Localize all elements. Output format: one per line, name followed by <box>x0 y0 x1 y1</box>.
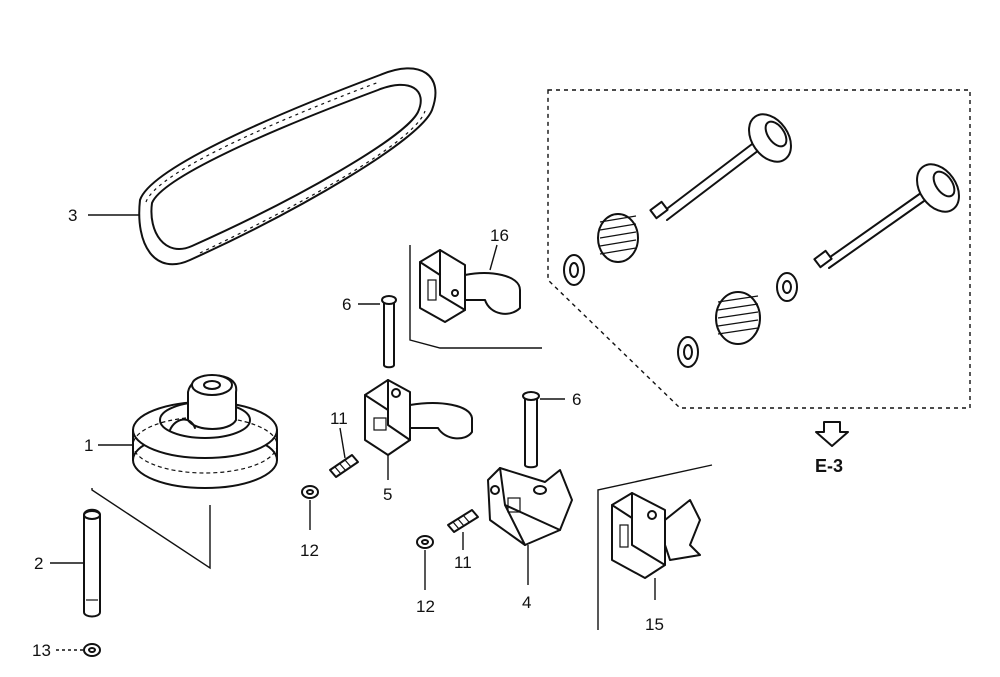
spring-retainer-exhaust[interactable] <box>677 336 699 368</box>
rocker-arm-15[interactable] <box>611 492 701 579</box>
adjusting-screw-upper[interactable] <box>329 454 359 478</box>
callout-6-lower: 6 <box>572 390 581 409</box>
reference-label[interactable]: E-3 <box>815 456 843 476</box>
spring-retainer-intake[interactable] <box>563 254 585 286</box>
callout-2: 2 <box>34 554 43 573</box>
valve-intake[interactable] <box>649 106 799 221</box>
hollow-down-arrow-icon[interactable] <box>815 421 849 447</box>
callout-11-lower: 11 <box>454 553 472 572</box>
callout-6-upper: 6 <box>342 295 351 314</box>
camshaft-gear[interactable] <box>132 374 278 489</box>
rocker-arm-4[interactable] <box>487 467 573 546</box>
valve-exhaust[interactable] <box>813 156 967 269</box>
rocker-arm-16[interactable] <box>419 249 521 323</box>
lock-nut-lower[interactable] <box>416 535 434 549</box>
callout-13: 13 <box>32 641 51 660</box>
rocker-pin-lower[interactable] <box>522 391 540 469</box>
callout-4: 4 <box>522 593 531 612</box>
washer-13[interactable] <box>83 643 101 657</box>
lock-nut-upper[interactable] <box>301 485 319 499</box>
callout-12-lower: 12 <box>416 597 435 616</box>
timing-belt[interactable] <box>138 67 437 266</box>
rocker-arm-5[interactable] <box>364 379 473 456</box>
cam-shaft-pin[interactable] <box>83 508 101 618</box>
callout-15: 15 <box>645 615 664 634</box>
valve-spring-exhaust[interactable] <box>715 291 761 345</box>
callout-5: 5 <box>383 485 392 504</box>
valve-spring-intake[interactable] <box>597 213 639 263</box>
rocker-pin-upper[interactable] <box>381 295 397 369</box>
callout-16: 16 <box>490 226 509 245</box>
callout-12-upper: 12 <box>300 541 319 560</box>
valve-rotator[interactable] <box>776 272 798 302</box>
adjusting-screw-lower[interactable] <box>447 509 479 533</box>
callout-1: 1 <box>84 436 93 455</box>
callout-11-upper: 11 <box>330 409 348 428</box>
callout-3: 3 <box>68 206 77 225</box>
